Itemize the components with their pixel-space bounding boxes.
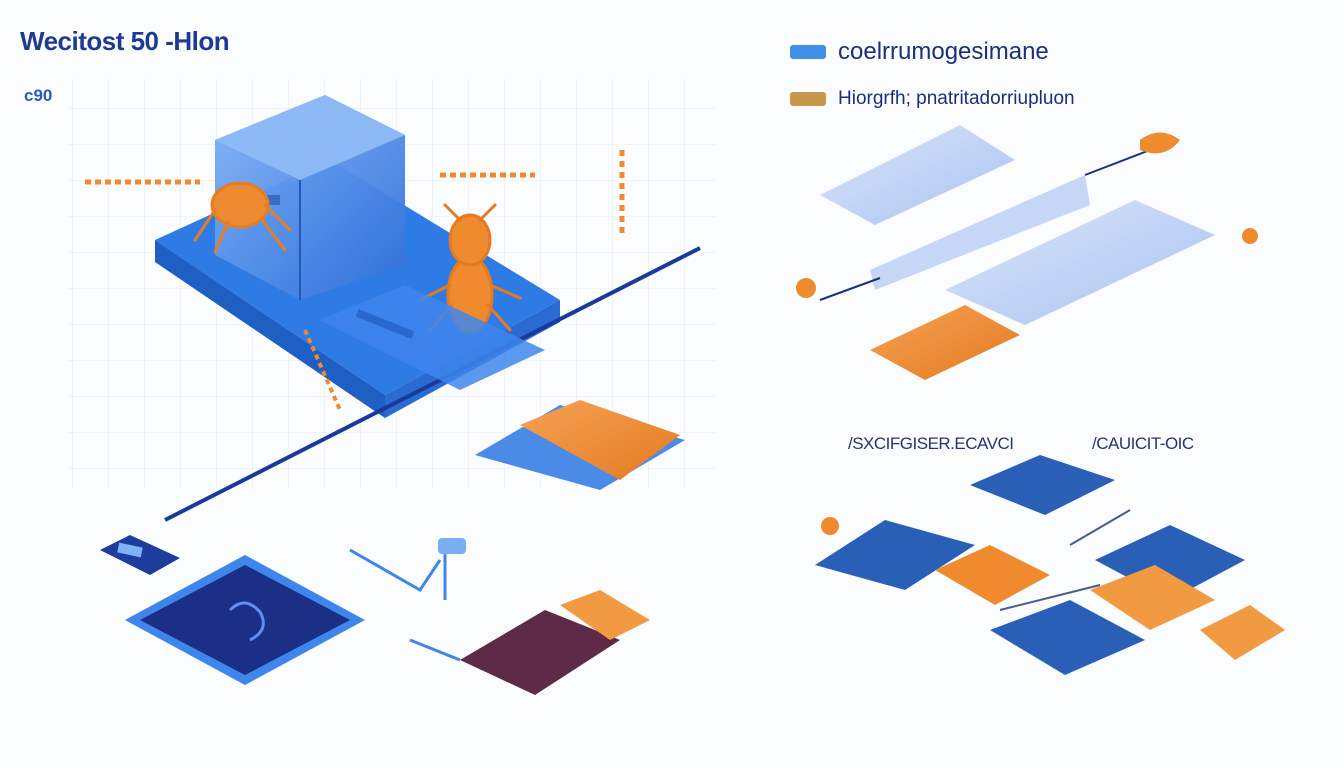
legend-swatch-gold — [790, 92, 826, 106]
connector-icon — [349, 538, 466, 662]
server-icon — [215, 95, 405, 300]
bug-icon — [193, 181, 292, 254]
tray-cluster-bottom-right — [815, 455, 1285, 675]
legend-swatch-blue — [790, 45, 826, 59]
section-label-left: /SXCIFGISER.ECAVCI — [848, 434, 1014, 453]
legend-label-1: coelrrumogesimane — [838, 38, 1049, 65]
diagram-title: Wecitost 50 -Hlon — [20, 26, 230, 56]
corner-label: c90 — [24, 86, 53, 105]
section-label-right: /CAUICIT-OIC — [1092, 434, 1194, 453]
plum-block — [460, 590, 650, 695]
legend-item-1: coelrrumogesimane — [790, 38, 1049, 66]
legend-label-2: Hiorgrfh; pnatritadorriupluon — [838, 88, 1075, 109]
tablet-navy — [125, 555, 365, 685]
orange-pad — [475, 400, 685, 490]
tray-top-right — [796, 125, 1258, 380]
screen-pad-mid — [320, 285, 545, 390]
connector-diagonal — [164, 246, 701, 522]
legend-item-2: Hiorgrfh; pnatritadorriupluon — [790, 88, 1075, 110]
link-chain-down — [303, 329, 342, 411]
chip-icon — [100, 535, 180, 575]
